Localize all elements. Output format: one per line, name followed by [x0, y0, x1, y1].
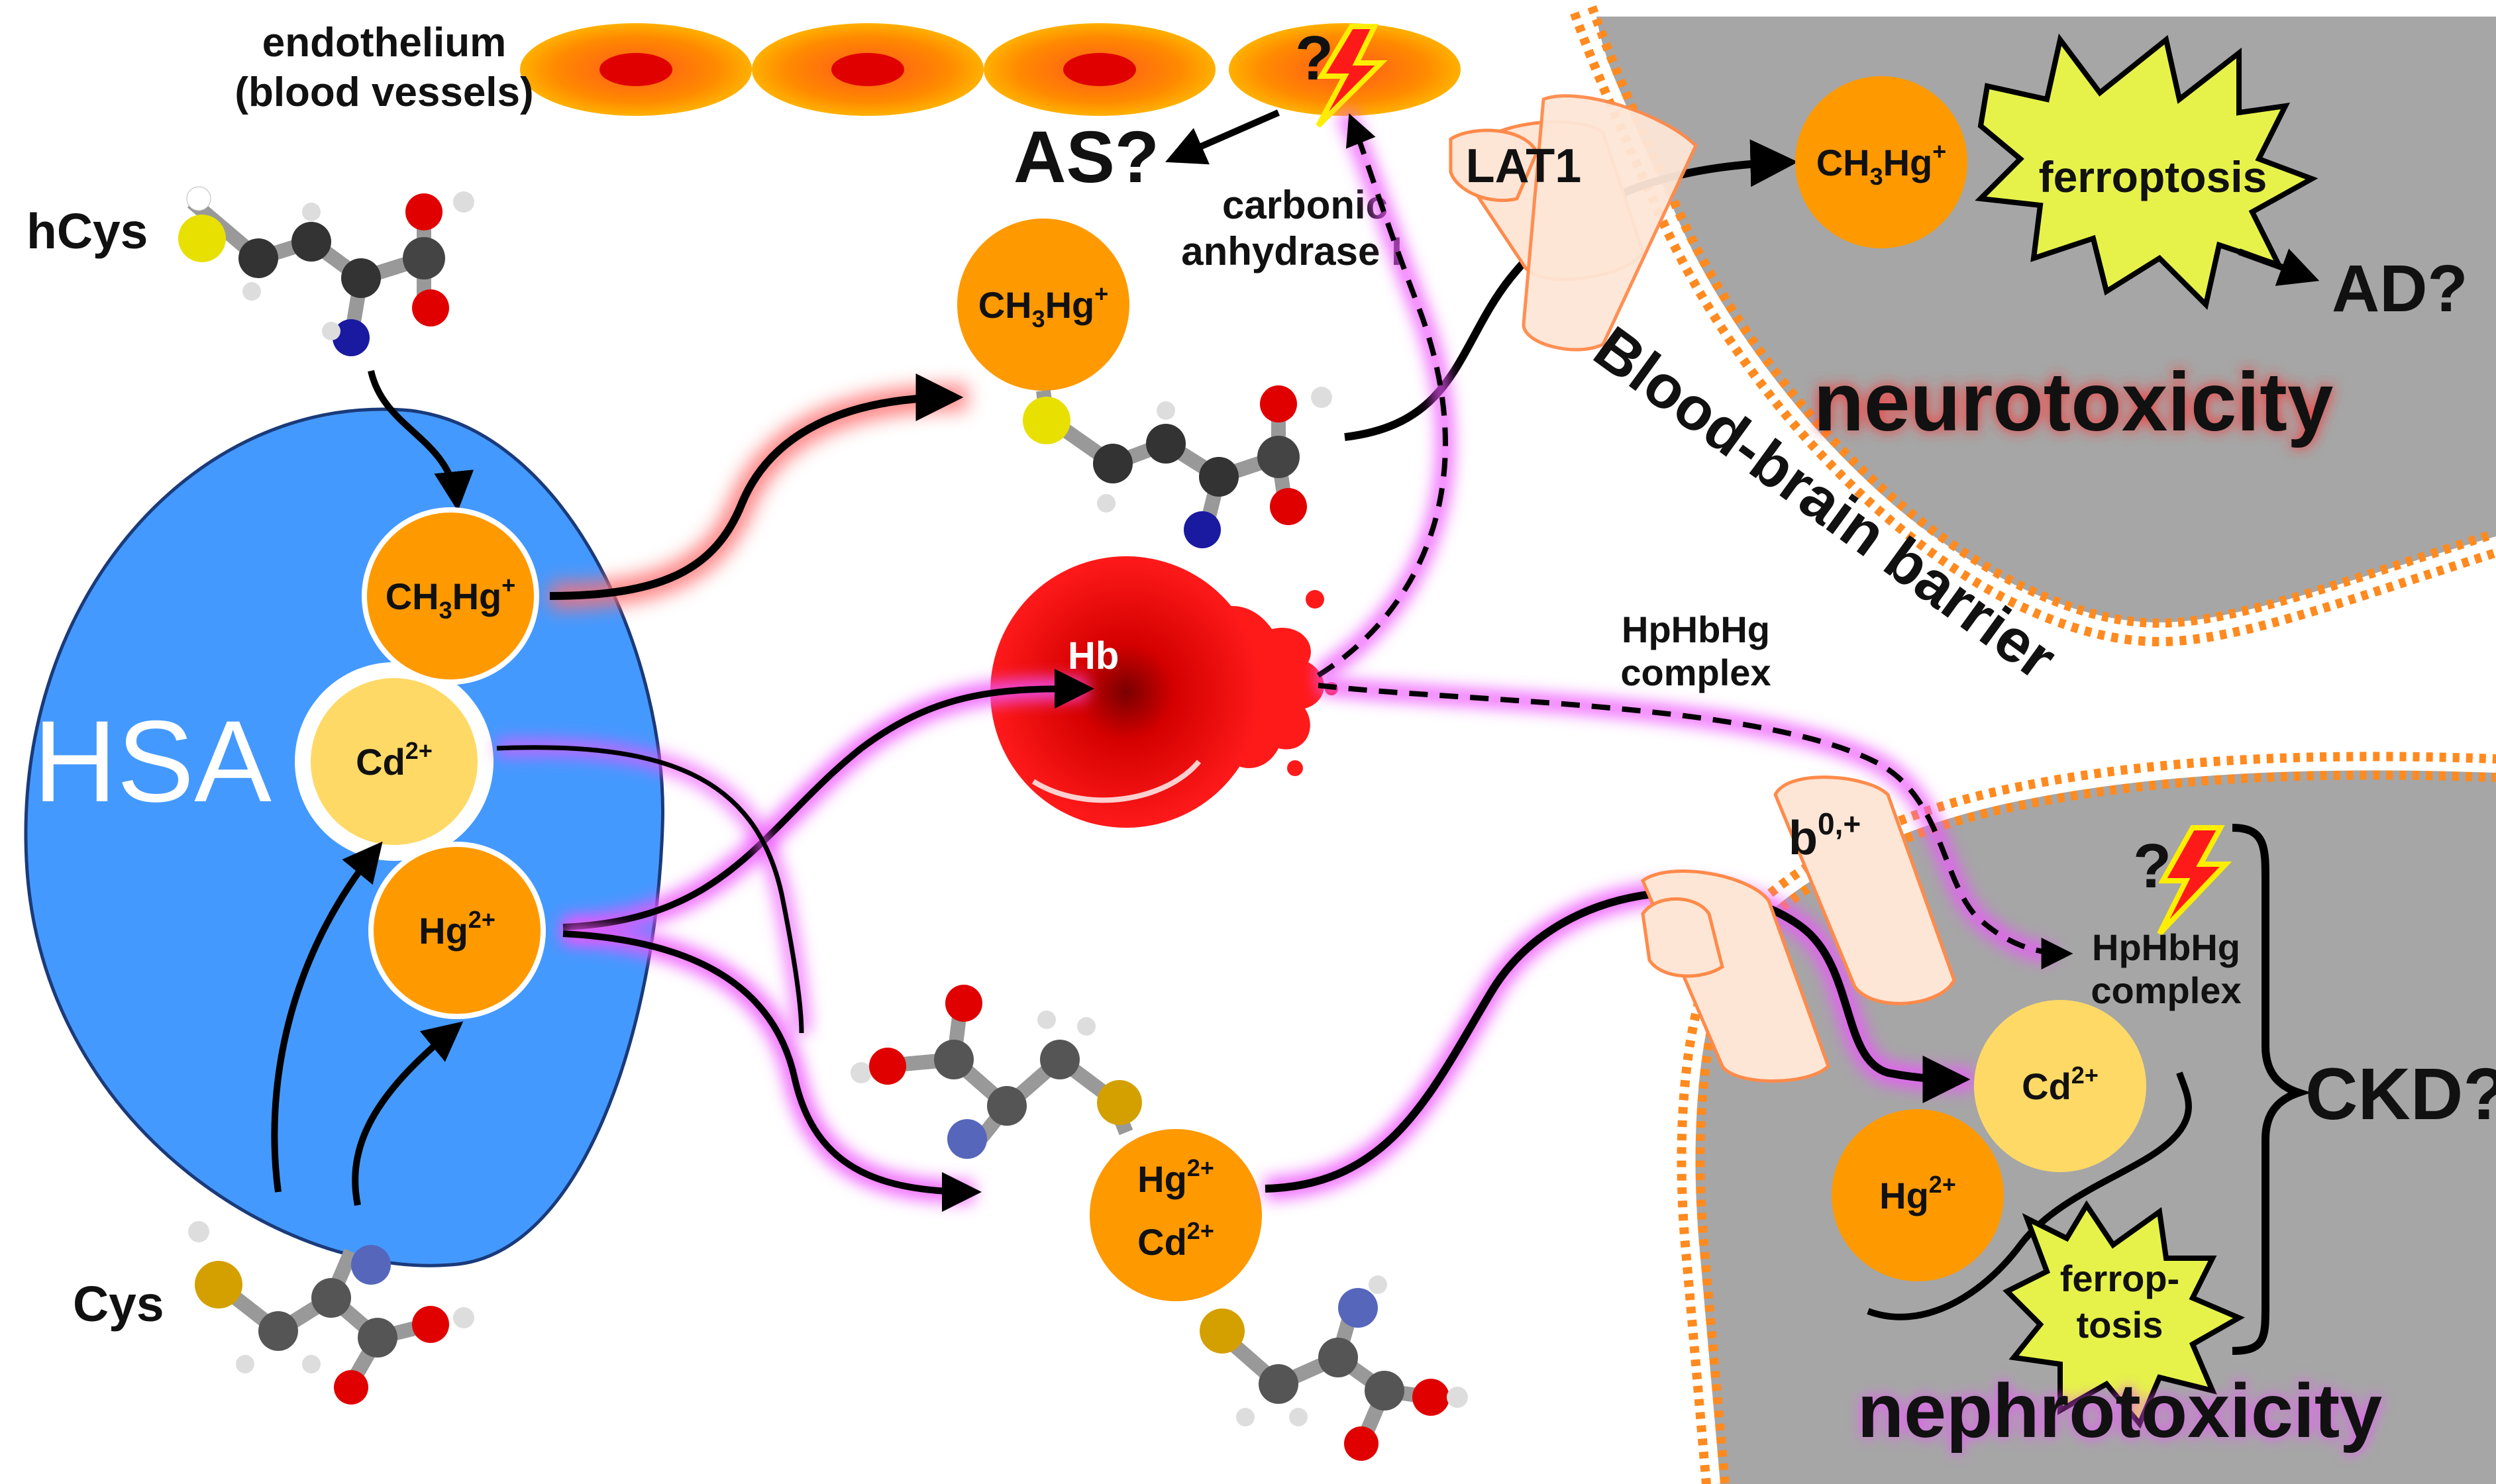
arrow-to-as [1165, 109, 1280, 165]
kidney-hphbhg-label: HpHbHg [2092, 926, 2240, 968]
ckd-label: CKD? [2305, 1054, 2496, 1135]
hsa-cd-circle [305, 673, 483, 850]
hsa-protein [24, 407, 664, 1267]
arrow-hg-to-hb [562, 669, 1094, 930]
hsa-hg-label: Hg2+ [419, 906, 495, 952]
hphbhg-label: HpHbHg [1622, 609, 1770, 650]
ferroptosis-starburst-icon [1975, 33, 2318, 310]
nephrotoxicity-glow: nephrotoxicity [1857, 1369, 2382, 1454]
hsa-ch3hg-circle [362, 507, 539, 685]
ckd-brace [2232, 824, 2311, 1355]
lightning-bolt-icon [2157, 825, 2232, 936]
hsa-label: HSA [33, 697, 272, 826]
free-ch3hg-circle [957, 219, 1129, 391]
ad-label: AD? [2332, 252, 2468, 326]
cys-label: Cys [73, 1276, 164, 1332]
complex-cd-label: Cd2+ [1137, 1217, 1214, 1263]
kidney-question: ? [2133, 831, 2171, 901]
molecule-model-icon [178, 186, 474, 356]
red-glow [549, 384, 968, 609]
endothelium-label-2: (blood vessels) [234, 70, 533, 115]
arrow-rbc-to-kidney [1318, 683, 2073, 969]
arrow-cd-to-complex [496, 745, 804, 1034]
kidney-ferroptosis-label-2: tosis [2077, 1304, 2163, 1346]
kidney-hphbhg-label-2: complex [2091, 969, 2241, 1011]
b0plus-label: b0,+ [1789, 807, 1861, 865]
kidney-hg-circle [1832, 1109, 2004, 1281]
hb-label: Hb [1068, 634, 1119, 677]
hsa-cd-label: Cd2+ [356, 737, 433, 783]
lat1-label: LAT1 [1466, 140, 1582, 193]
molecule-model-icon [188, 1221, 474, 1405]
hsa-ch3hg-label: CH3Hg+ [386, 571, 516, 624]
hcys-label: hCys [26, 203, 148, 259]
as-label: AS? [1014, 117, 1159, 198]
arrow-cys-to-hg [352, 1021, 464, 1206]
free-ch3hg-label: CH3Hg+ [978, 280, 1109, 332]
kidney-hg-label: Hg2+ [1879, 1171, 1956, 1216]
carbonic-label: carbonic [1222, 183, 1388, 227]
arrow-hsa-ch3hg-to-free [549, 373, 964, 600]
lightning-bolt-icon [1316, 24, 1388, 128]
kidney-cd-circle [1974, 1000, 2146, 1172]
ferroptosis-label: ferroptosis [2039, 152, 2267, 201]
carbonic-label-2: anhydrase I [1181, 229, 1402, 273]
molecule-model-icon [1023, 385, 1332, 548]
kidney-cd-label: Cd2+ [2022, 1062, 2099, 1107]
kidney-ferroptosis-label: ferrop- [2060, 1258, 2179, 1299]
molecule-model-icon [851, 985, 1142, 1159]
neurotoxicity-label: neurotoxicity [1814, 356, 2334, 448]
complex-hgcd-circle [1090, 1129, 1262, 1301]
lat1-transporter [1449, 94, 1698, 352]
brain-ch3hg-label: CH3Hg+ [1816, 138, 1947, 190]
endothelium-question: ? [1295, 23, 1333, 93]
neurotoxicity-glow: neurotoxicity [1814, 356, 2334, 448]
nephrotoxicity-label: nephrotoxicity [1857, 1369, 2382, 1454]
b0plus-transporter [1640, 775, 1956, 1083]
endothelium-cells [520, 23, 1461, 116]
arrow-hg-to-complex [562, 930, 982, 1212]
organelle-membrane [1867, 1071, 2192, 1320]
hphbhg-label-2: complex [1620, 652, 1771, 693]
ferroptosis-starburst-icon [2002, 1200, 2245, 1429]
arrow-cys-to-cd [271, 841, 383, 1193]
arrow-hcys-to-hsa [368, 370, 474, 511]
hsa-hg-circle [368, 842, 546, 1019]
endothelium-label: endothelium [262, 20, 507, 66]
molecule-model-icon [1200, 1275, 1468, 1461]
arrow-rbc-to-endothelium [1316, 113, 1448, 678]
arrow-to-ad [2238, 248, 2320, 286]
red-blood-cell [990, 556, 1338, 828]
complex-hg-label: Hg2+ [1137, 1154, 1214, 1200]
brain-ch3hg-circle [1795, 76, 1967, 248]
